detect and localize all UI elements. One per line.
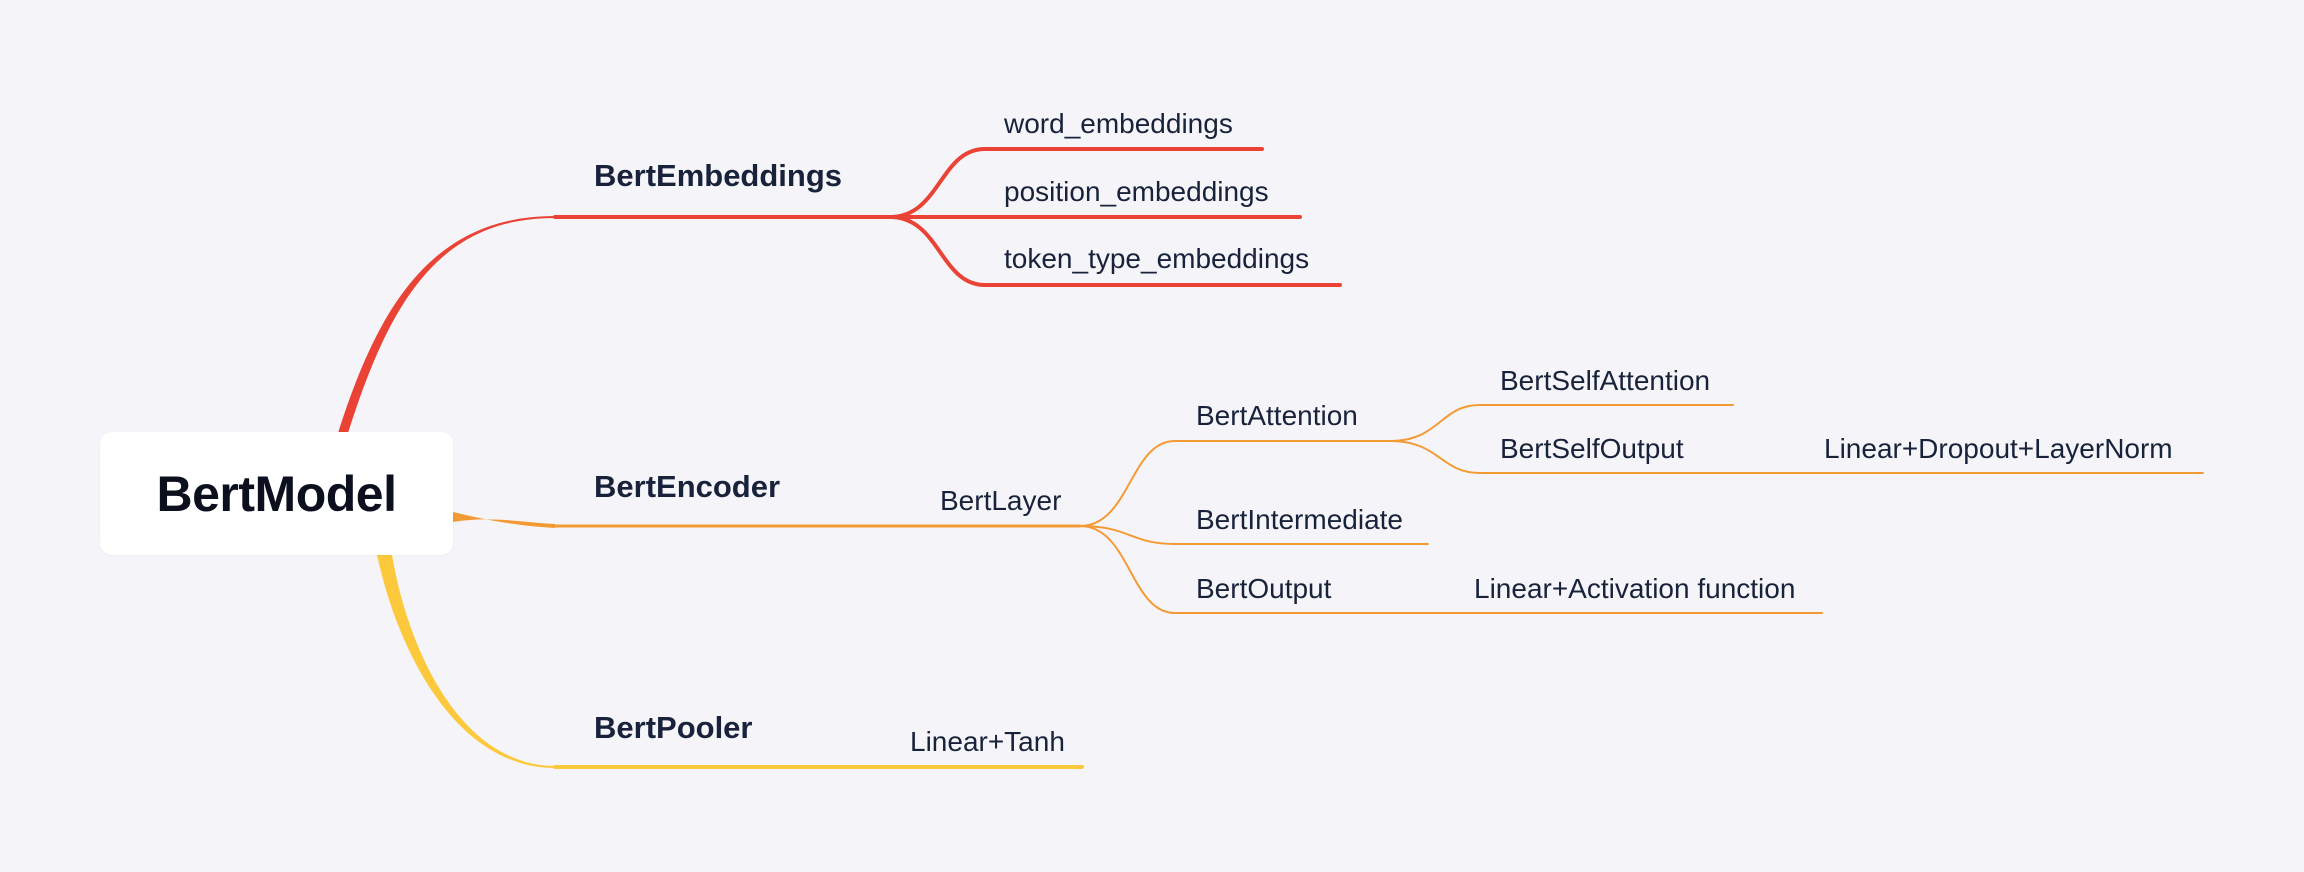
connector-bertselfoutput [1389,440,2204,474]
connector-bertoutput [1079,525,1823,614]
node-token-type-embeddings[interactable]: token_type_embeddings [1004,243,1310,274]
connector-word-embeddings [888,147,1264,219]
node-bertattention[interactable]: BertAttention [1196,400,1358,431]
connector-root-pooler [377,555,555,768]
node-linear-activation-function[interactable]: Linear+Activation function [1474,573,1796,604]
node-bertpooler[interactable]: BertPooler [594,710,753,745]
node-bertencoder[interactable]: BertEncoder [594,469,781,504]
node-bertoutput[interactable]: BertOutput [1196,573,1332,604]
node-bertlayer[interactable]: BertLayer [940,485,1062,516]
connector-lines [338,147,2204,769]
node-bertselfattention[interactable]: BertSelfAttention [1500,365,1711,396]
connector-bertattention [1079,440,1391,527]
node-linear-tanh[interactable]: Linear+Tanh [910,726,1065,757]
connector-bertselfattention [1389,404,1734,442]
node-bertintermediate[interactable]: BertIntermediate [1196,504,1403,535]
root-node[interactable]: BertModel [100,432,453,555]
connector-token-type-embeddings [888,215,1342,287]
node-word-embeddings[interactable]: word_embeddings [1004,108,1233,139]
root-node-label: BertModel [156,465,397,522]
node-bertembeddings[interactable]: BertEmbeddings [594,158,843,193]
connector-bertintermediate [1079,525,1429,545]
connector-root-encoder [453,512,555,528]
connector-root-embeddings [338,216,555,433]
node-linear-dropout-layernorm[interactable]: Linear+Dropout+LayerNorm [1824,433,2173,464]
node-position-embeddings[interactable]: position_embeddings [1004,176,1269,207]
node-bertselfoutput[interactable]: BertSelfOutput [1500,433,1684,464]
